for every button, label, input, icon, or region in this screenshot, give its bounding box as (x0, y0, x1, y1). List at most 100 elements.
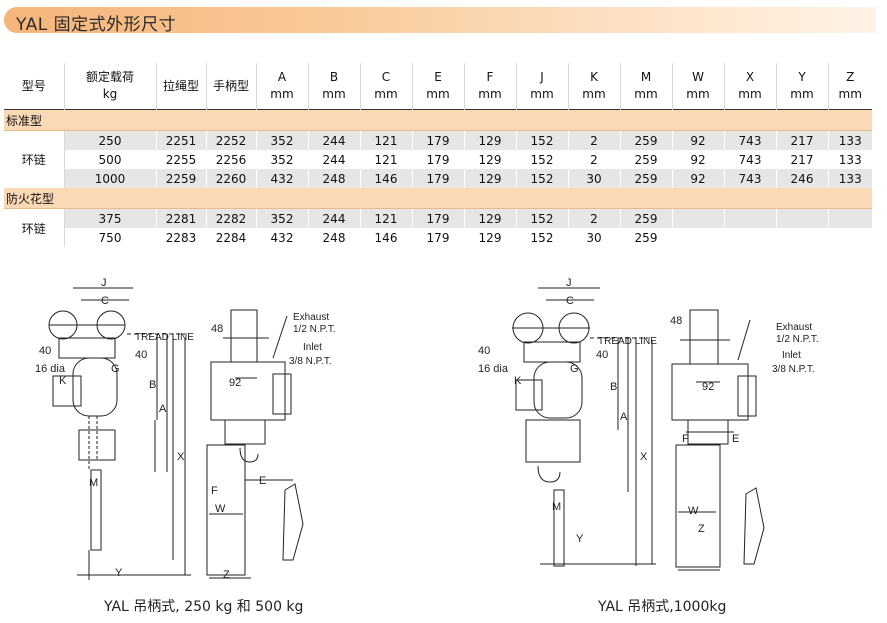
table-cell: 2252 (206, 130, 257, 150)
dim-B: B (149, 379, 156, 391)
col-header: 型号 (4, 63, 65, 110)
dim-F: F (211, 485, 218, 497)
table-cell: 129 (464, 208, 517, 228)
caption-1000kg: YAL 吊柄式,1000kg (598, 599, 727, 615)
table-cell: 375 (64, 208, 157, 228)
table-cell: 2284 (206, 228, 257, 247)
dim-92: 92 (702, 381, 714, 393)
dim-W: W (215, 503, 226, 515)
hook (537, 465, 561, 483)
dim-Y: Y (115, 567, 123, 579)
table-cell: 352 (256, 150, 309, 169)
col-header-name: C (381, 70, 391, 84)
dim-J: J (101, 277, 107, 289)
table-cell: 259 (620, 169, 673, 188)
load-block (78, 429, 116, 461)
col-header-unit: kg (102, 87, 118, 101)
dim-J: J (566, 277, 572, 289)
table-cell: 92 (672, 150, 725, 169)
table-cell: 432 (256, 169, 309, 188)
front-hook-block (224, 419, 266, 445)
table-cell: 2259 (156, 169, 207, 188)
table-cell: 432 (256, 228, 309, 247)
dim-W: W (688, 505, 699, 517)
table-cell: 217 (776, 130, 829, 150)
col-header-name: Z (846, 70, 855, 84)
category-cell: 环链 (4, 130, 65, 188)
motor-block (52, 375, 82, 407)
control-handle (553, 489, 565, 567)
front-beam (230, 309, 258, 363)
table-cell: 743 (724, 150, 777, 169)
table-cell: 259 (620, 208, 673, 228)
table-cell: 259 (620, 228, 673, 247)
dim-X: X (640, 451, 648, 463)
dim-Z: Z (223, 569, 230, 581)
table-cell: 133 (828, 169, 872, 188)
label-inlet-npt: 3/8 N.P.T. (772, 364, 815, 375)
table-cell: 179 (412, 150, 465, 169)
table-cell: 152 (516, 208, 569, 228)
dim-K: K (514, 375, 522, 387)
col-header-name: 拉绳型 (162, 78, 199, 93)
col-header-name: K (590, 70, 598, 84)
hoist-body (533, 361, 583, 419)
label-exhaust: Exhaust (776, 322, 812, 333)
dim-A: A (620, 411, 628, 423)
col-header-unit: mm (686, 87, 710, 101)
label-exhaust: Exhaust (293, 312, 329, 323)
col-header-name: J (540, 70, 544, 84)
table-cell: 146 (360, 228, 413, 247)
table-cell: 250 (64, 130, 157, 150)
col-header-name: B (329, 70, 339, 84)
pendant-handle (282, 483, 304, 561)
trolley-frame (523, 341, 581, 363)
col-header-name: F (486, 70, 494, 84)
front-beam (689, 309, 719, 365)
dim-Z: Z (698, 523, 705, 535)
col-header-unit: mm (530, 87, 554, 101)
dim-M: M (89, 477, 98, 489)
drawing-1000kg: J C TREAD LINE 40 40 16 dia K G B A X M … (478, 277, 819, 571)
table-cell (724, 228, 777, 247)
table-cell: 121 (360, 208, 413, 228)
table-cell: 179 (412, 228, 465, 247)
table-cell: 244 (308, 208, 361, 228)
col-header-name: X (745, 70, 755, 84)
table-cell (828, 208, 872, 228)
dim-Y: Y (576, 533, 584, 545)
table-cell: 217 (776, 150, 829, 169)
col-header-unit: mm (634, 87, 658, 101)
table-cell: 352 (256, 130, 309, 150)
table-cell: 500 (64, 150, 157, 169)
col-header-unit: mm (270, 87, 294, 101)
table-cell: 743 (724, 130, 777, 150)
group-row: 标准型 (4, 109, 872, 131)
table-cell (828, 228, 872, 247)
col-header-unit: mm (838, 87, 862, 101)
table-cell: 121 (360, 150, 413, 169)
dim-92: 92 (229, 377, 241, 389)
table-cell: 246 (776, 169, 829, 188)
table-cell: 133 (838, 152, 862, 167)
dim-40-left: 40 (39, 345, 51, 357)
table-cell: 133 (828, 130, 872, 150)
group-name: 防火花型 (4, 188, 872, 209)
table-cell: 129 (464, 150, 517, 169)
table-cell: 259 (620, 150, 673, 169)
table-cell: 30 (568, 228, 621, 247)
dim-F: F (682, 433, 689, 445)
table-cell (776, 228, 829, 247)
col-header-name: E (434, 70, 442, 84)
